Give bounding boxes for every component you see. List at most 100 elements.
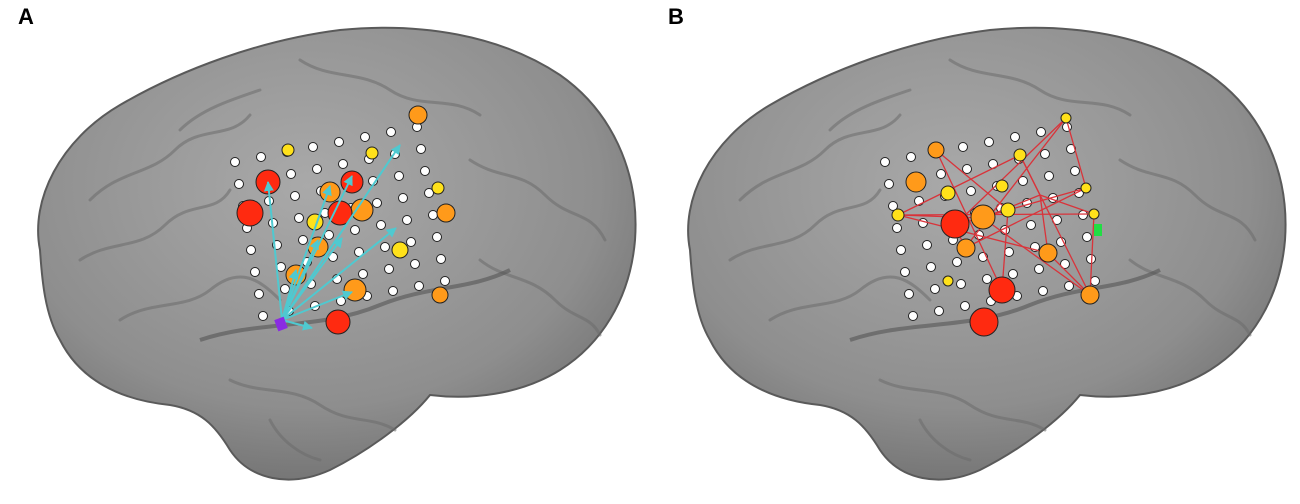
highlighted-electrode [940, 185, 956, 201]
electrode [1018, 176, 1028, 186]
connectivity-arrows-b [897, 117, 1095, 296]
electrode [922, 240, 932, 250]
panel-a: A [18, 4, 637, 481]
highlighted-electrode [988, 276, 1016, 304]
highlighted-electrode [927, 141, 945, 159]
connectivity-arrow [281, 185, 332, 321]
highlighted-electrode [408, 105, 428, 125]
electrode [410, 259, 420, 269]
electrode [354, 247, 364, 257]
electrode [436, 254, 446, 264]
electrode [334, 137, 344, 147]
electrode [918, 218, 928, 228]
electrode [1038, 286, 1048, 296]
highlighted-electrode [940, 209, 970, 239]
highlighted-electrode [1060, 112, 1072, 124]
electrode [1090, 276, 1100, 286]
electrode [338, 159, 348, 169]
highlighted-electrode [325, 309, 351, 335]
electrode [428, 210, 438, 220]
panel-label-b: B [668, 4, 684, 29]
electrode [1004, 247, 1014, 257]
connectivity-arrow [935, 149, 1003, 291]
highlighted-electrode [1080, 182, 1092, 194]
highlighted-electrode [343, 278, 367, 302]
highlighted-electrode [436, 203, 456, 223]
panel-label-a: A [18, 4, 34, 29]
electrode [888, 201, 898, 211]
brain-silhouette [37, 26, 637, 481]
highlighted-electrode [969, 307, 999, 337]
highlighted-electrode [365, 146, 379, 160]
electrode [926, 262, 936, 272]
connectivity-arrow [1039, 194, 1095, 215]
electrode [960, 301, 970, 311]
electrode [896, 245, 906, 255]
connectivity-arrow [263, 181, 283, 321]
electrode [372, 198, 382, 208]
electrode [380, 242, 390, 252]
electrode [904, 289, 914, 299]
seed-electrode-a [274, 316, 288, 332]
electrode [234, 179, 244, 189]
electrode [388, 286, 398, 296]
brain-figure-b [687, 26, 1287, 481]
connectivity-arrow [281, 239, 319, 321]
seed-electrode-b [1094, 224, 1102, 236]
electrode [286, 169, 296, 179]
gyri-lines [78, 58, 607, 462]
electrode [906, 152, 916, 162]
electrode [900, 267, 910, 277]
electrode [294, 213, 304, 223]
highlighted-electrode [1038, 243, 1058, 263]
connectivity-arrow [1019, 154, 1091, 296]
electrode [1060, 259, 1070, 269]
electrode [1070, 166, 1080, 176]
electrode [1008, 269, 1018, 279]
electrode [256, 152, 266, 162]
electrode [1044, 171, 1054, 181]
electrode [416, 144, 426, 154]
electrode [1010, 132, 1020, 142]
highlighted-electrode [1000, 202, 1016, 218]
electrode [880, 157, 890, 167]
electrode [892, 223, 902, 233]
connectivity-arrow [964, 187, 1087, 249]
electrode [250, 267, 260, 277]
electrode [1036, 127, 1046, 137]
connectivity-arrow [897, 154, 1021, 216]
highlighted-electrode [431, 286, 449, 304]
electrode [1082, 232, 1092, 242]
highlighted-electrode [891, 208, 905, 222]
electrode [360, 132, 370, 142]
electrode [394, 171, 404, 181]
sylvian-fissure [199, 268, 511, 342]
connectivity-arrow [281, 269, 299, 321]
electrode [258, 311, 268, 321]
electrode [350, 225, 360, 235]
electrode [1034, 264, 1044, 274]
highlighted-electrode [431, 181, 445, 195]
electrode [308, 142, 318, 152]
electrode [962, 164, 972, 174]
electrode [246, 245, 256, 255]
electrode [930, 284, 940, 294]
highlighted-electrode [1088, 208, 1100, 220]
connectivity-arrow [1065, 117, 1087, 189]
electrode [432, 232, 442, 242]
electrode [230, 157, 240, 167]
highlighted-electrodes-b [891, 112, 1100, 337]
gyri-lines [728, 58, 1257, 462]
electrode [298, 235, 308, 245]
electrode [406, 237, 416, 247]
electrode [982, 274, 992, 284]
electrode [1064, 281, 1074, 291]
electrode [280, 284, 290, 294]
brain-figure-a [37, 26, 637, 481]
electrode [952, 257, 962, 267]
highlighted-electrode [1013, 148, 1027, 162]
connectivity-arrow [281, 290, 353, 321]
connectivity-arrow [281, 144, 401, 321]
electrode [254, 289, 264, 299]
connectivity-arrow [935, 149, 1009, 211]
